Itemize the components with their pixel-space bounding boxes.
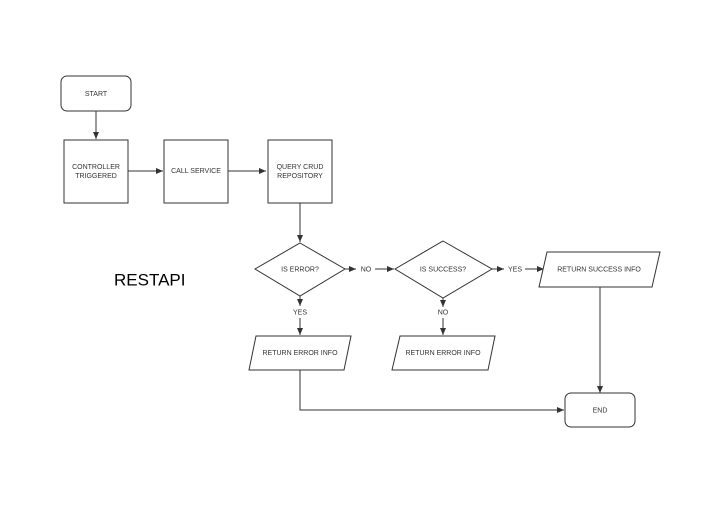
node-is-error-decision: IS ERROR? bbox=[254, 242, 346, 297]
node-return-error-info-left: RETURN ERROR INFO bbox=[248, 335, 352, 371]
query-crud-label-line-1: QUERY CRUD bbox=[277, 164, 324, 171]
return-success-label: RETURN SUCCESS INFO bbox=[557, 267, 641, 274]
edge-return-error-to-end bbox=[299, 370, 564, 413]
start-terminal-shape bbox=[60, 75, 132, 112]
node-call-service: CALL SERVICE bbox=[163, 139, 229, 204]
controller-label-line-1: CONTROLLER bbox=[72, 164, 120, 171]
controller-label-line-2: TRIGGERED bbox=[75, 173, 117, 180]
is-success-diamond-shape bbox=[394, 240, 493, 299]
edges bbox=[93, 111, 603, 413]
is-success-label: IS SUCCESS? bbox=[420, 267, 466, 274]
diagram-title: RESTAPI bbox=[114, 271, 185, 290]
return-error-left-label: RETURN ERROR INFO bbox=[262, 350, 338, 357]
node-end: END bbox=[564, 392, 636, 428]
end-terminal-shape bbox=[564, 392, 636, 428]
query-crud-process-shape bbox=[267, 139, 333, 204]
start-label: START bbox=[85, 91, 108, 98]
node-controller-triggered: CONTROLLER TRIGGERED bbox=[63, 139, 129, 204]
return-success-parallelogram-shape bbox=[538, 251, 661, 288]
node-query-crud-repository: QUERY CRUD REPOSITORY bbox=[267, 139, 333, 204]
end-label: END bbox=[593, 408, 608, 415]
label-is-success-no: NO bbox=[438, 310, 449, 317]
label-is-success-yes: YES bbox=[508, 267, 522, 274]
label-is-error-yes: YES bbox=[293, 310, 307, 317]
node-return-success-info: RETURN SUCCESS INFO bbox=[538, 251, 661, 288]
call-service-process-shape bbox=[163, 139, 229, 204]
node-return-error-info-right: RETURN ERROR INFO bbox=[391, 335, 496, 371]
controller-process-shape bbox=[63, 139, 129, 204]
call-service-label: CALL SERVICE bbox=[171, 168, 221, 175]
node-start: START bbox=[60, 75, 132, 112]
return-error-left-parallelogram-shape bbox=[248, 335, 352, 371]
label-is-error-no: NO bbox=[361, 267, 372, 274]
edge-labels: NO YES YES NO bbox=[293, 267, 522, 317]
return-error-right-parallelogram-shape bbox=[391, 335, 496, 371]
is-error-diamond-shape bbox=[254, 242, 346, 297]
is-error-label: IS ERROR? bbox=[281, 267, 319, 274]
node-is-success-decision: IS SUCCESS? bbox=[394, 240, 493, 299]
return-error-right-label: RETURN ERROR INFO bbox=[405, 350, 481, 357]
query-crud-label-line-2: REPOSITORY bbox=[277, 173, 323, 180]
